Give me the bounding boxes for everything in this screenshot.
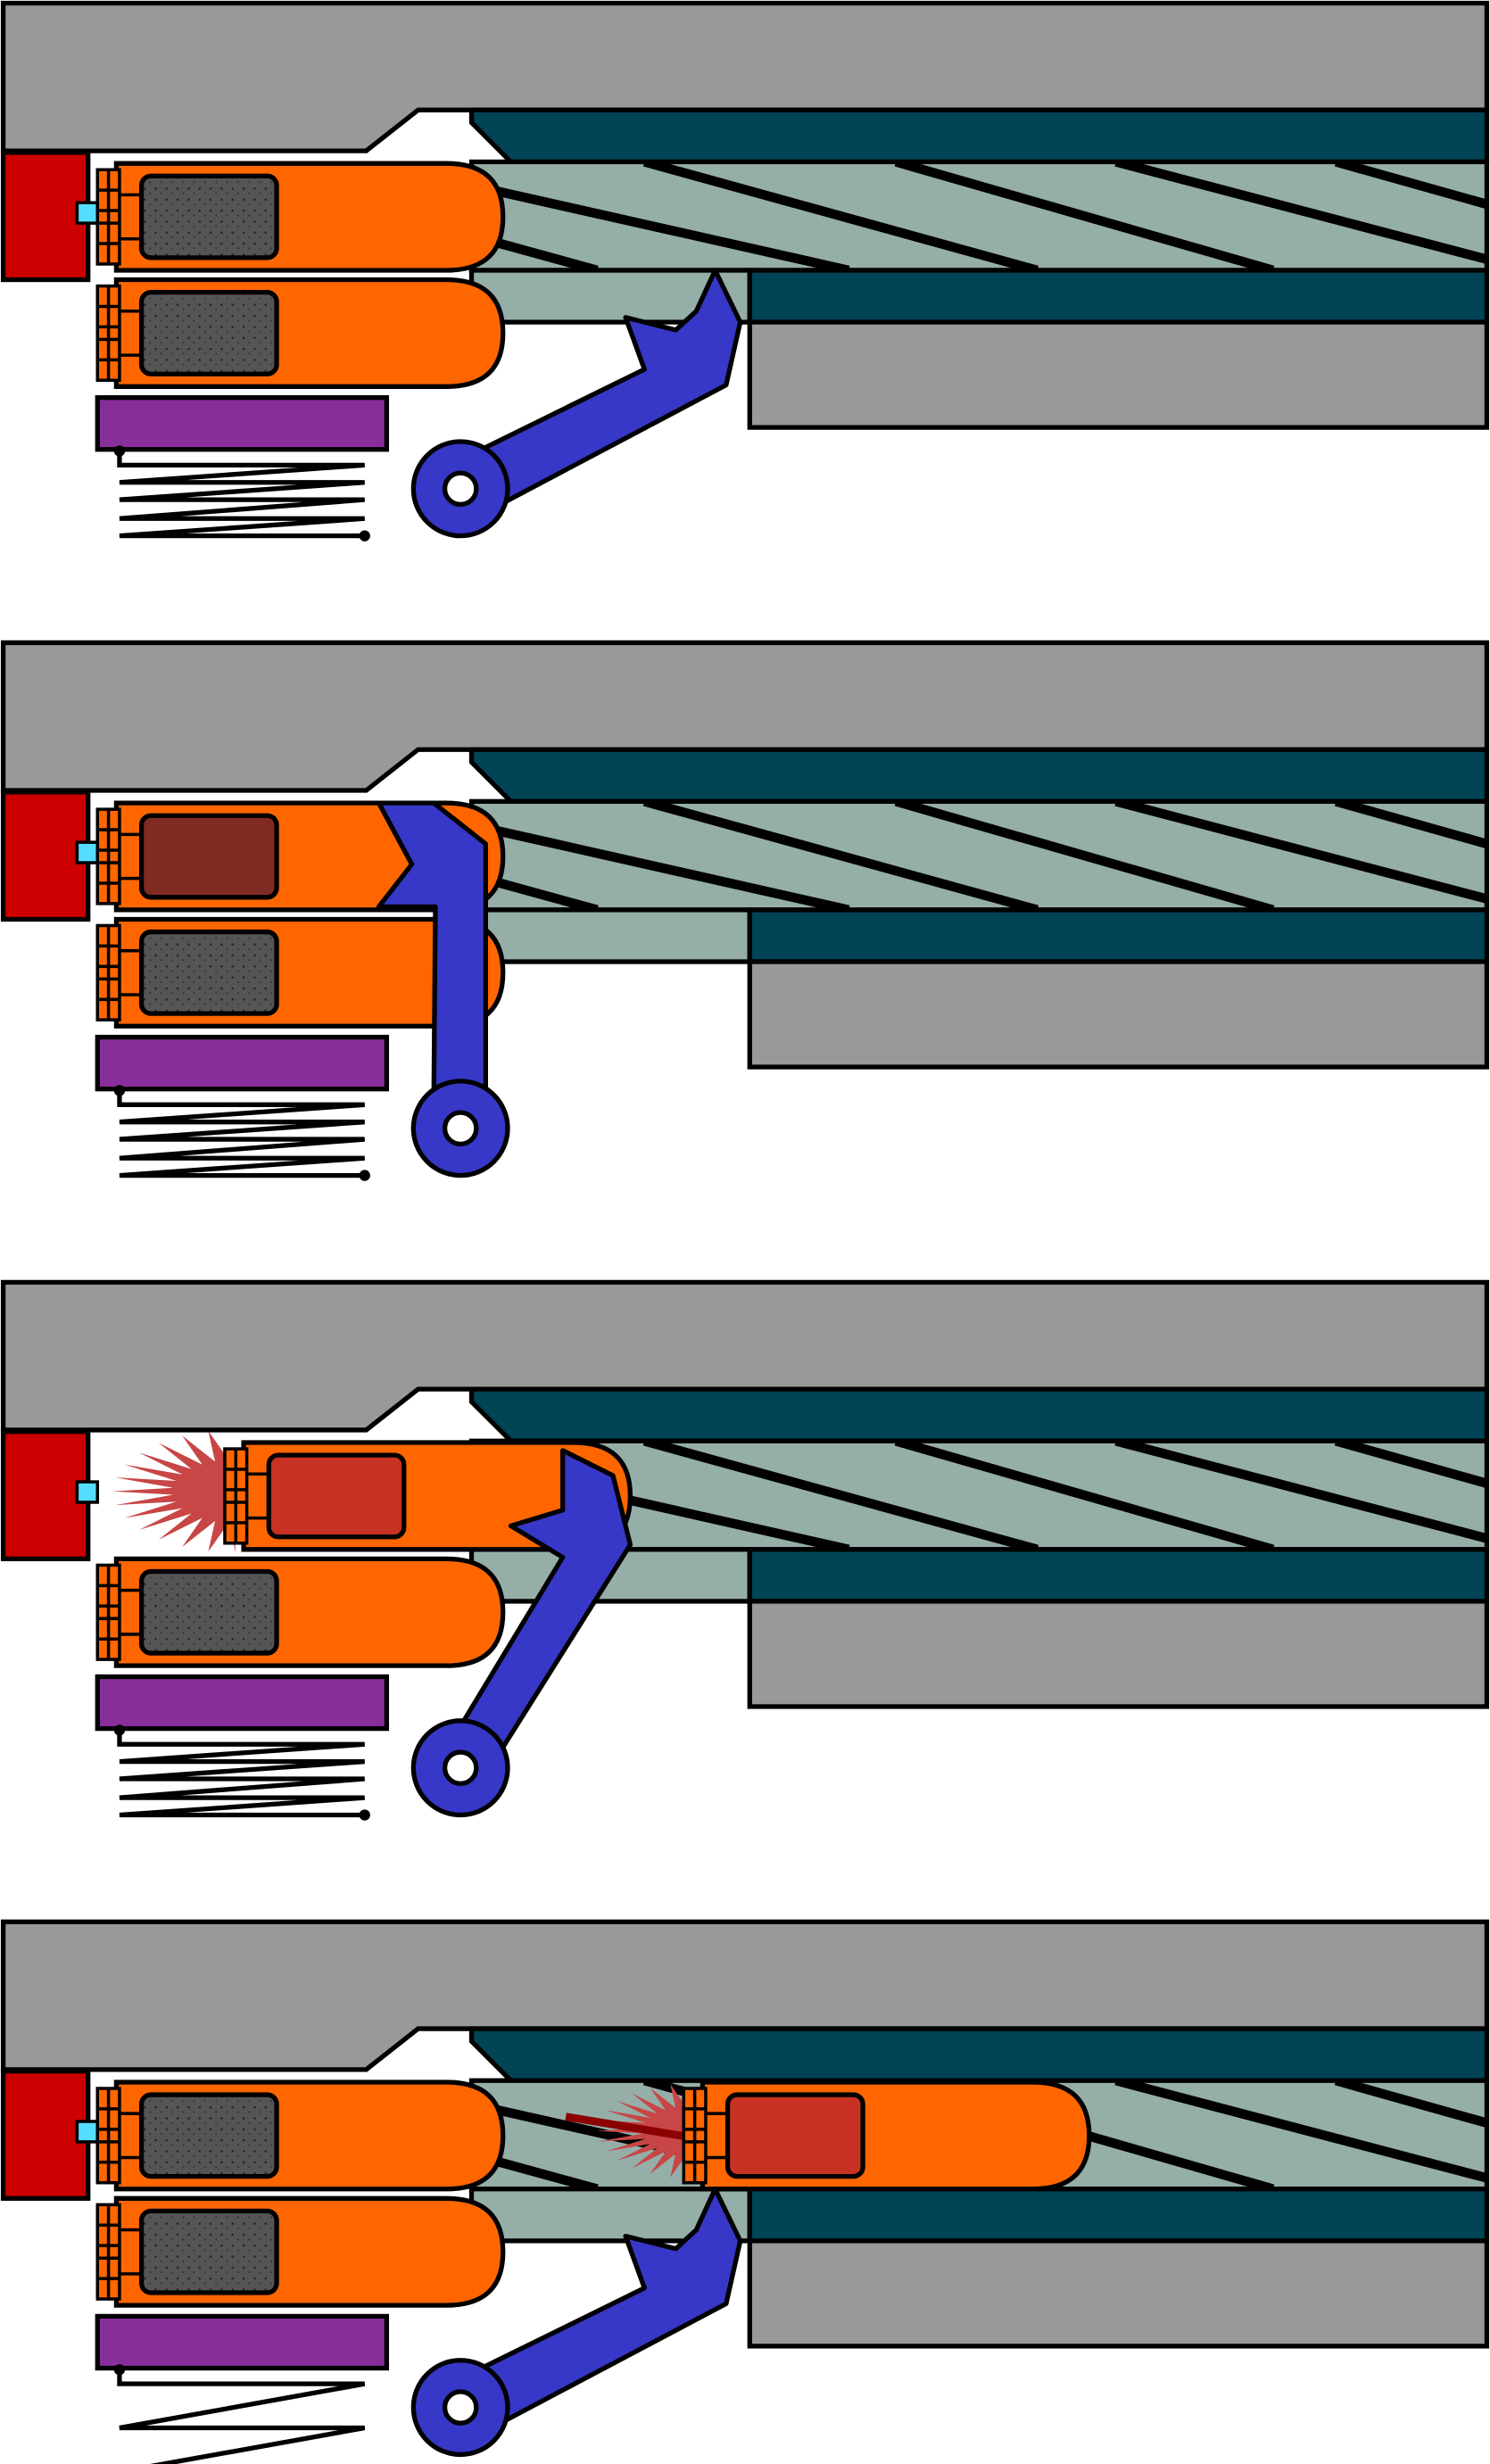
- second-cartridge: [97, 2198, 502, 2305]
- pivot-hole-icon: [445, 1112, 476, 1144]
- stage-1-rest: [4, 4, 1487, 542]
- rifled-bore: [472, 801, 1487, 910]
- projectile-in-barrel: [683, 2082, 1089, 2189]
- magazine-spring: [114, 2364, 370, 2464]
- propellant-charge: [142, 932, 277, 1014]
- spring-anchor-top: [114, 1085, 125, 1096]
- propellant-charge: [142, 815, 277, 897]
- propellant-charge: [142, 2211, 277, 2293]
- breech-block: [4, 1432, 88, 1559]
- barrel-jacket-lower: [749, 1550, 1486, 1601]
- receiver-lower: [749, 962, 1486, 1067]
- barrel-jacket-upper: [472, 2029, 1487, 2080]
- magazine-spring: [114, 1724, 370, 1820]
- barrel-jacket-lower: [749, 270, 1486, 322]
- second-cartridge: [97, 1559, 502, 1666]
- pivot-hole-icon: [445, 473, 476, 504]
- top-cartridge: [97, 163, 502, 270]
- propellant-charge: [728, 2095, 863, 2177]
- barrel-jacket-lower: [749, 2189, 1486, 2241]
- stage-3-round-ejected-into-chamber: [4, 1282, 1487, 1820]
- firing-pin: [77, 1482, 97, 1502]
- magazine-spring: [114, 1085, 370, 1180]
- barrel-jacket-upper: [472, 749, 1487, 801]
- propellant-charge: [142, 176, 277, 258]
- barrel-jacket-lower: [749, 910, 1486, 962]
- top-cartridge: [97, 2082, 502, 2189]
- pivot-hole-icon: [445, 1752, 476, 1783]
- spring-anchor-bottom: [360, 530, 370, 541]
- magazine-spring: [114, 445, 370, 541]
- barrel-jacket-upper: [472, 1389, 1487, 1441]
- receiver-lower: [749, 1601, 1486, 1707]
- breech-block: [4, 153, 88, 280]
- rifled-bore: [472, 161, 1487, 270]
- propellant-charge: [142, 293, 277, 375]
- breech-block: [4, 2071, 88, 2199]
- spring-coil: [120, 1089, 365, 1176]
- spring-anchor-top: [114, 445, 125, 456]
- magazine-follower: [97, 398, 386, 450]
- pivot-hole-icon: [445, 2392, 476, 2423]
- magazine-follower: [97, 1038, 386, 1089]
- stage-2-lever-raised: [4, 642, 1487, 1180]
- firing-pin: [77, 842, 97, 863]
- propellant-charge: [142, 1571, 277, 1653]
- firing-pin: [77, 203, 97, 223]
- spring-coil: [120, 2369, 365, 2464]
- second-cartridge: [97, 280, 502, 387]
- spring-anchor-top: [114, 2364, 125, 2375]
- receiver-lower: [749, 322, 1486, 427]
- breech-block: [4, 792, 88, 920]
- propellant-charge: [142, 2095, 277, 2177]
- spring-coil: [120, 450, 365, 536]
- receiver-lower: [749, 2241, 1486, 2346]
- chamber-floor: [472, 910, 750, 962]
- spring-anchor-bottom: [360, 1809, 370, 1820]
- magazine-follower: [97, 2316, 386, 2368]
- propellant-flash: [112, 1431, 236, 1553]
- spring-anchor-bottom: [360, 1170, 370, 1180]
- propellant-charge: [269, 1455, 403, 1537]
- firing-pin: [77, 2121, 97, 2142]
- barrel-jacket-upper: [472, 110, 1487, 161]
- spring-coil: [120, 1729, 365, 1815]
- spring-anchor-top: [114, 1724, 125, 1735]
- primer-flash: [112, 1431, 236, 1553]
- magazine-follower: [97, 1676, 386, 1728]
- stage-4-projectile-in-barrel: [4, 1922, 1487, 2464]
